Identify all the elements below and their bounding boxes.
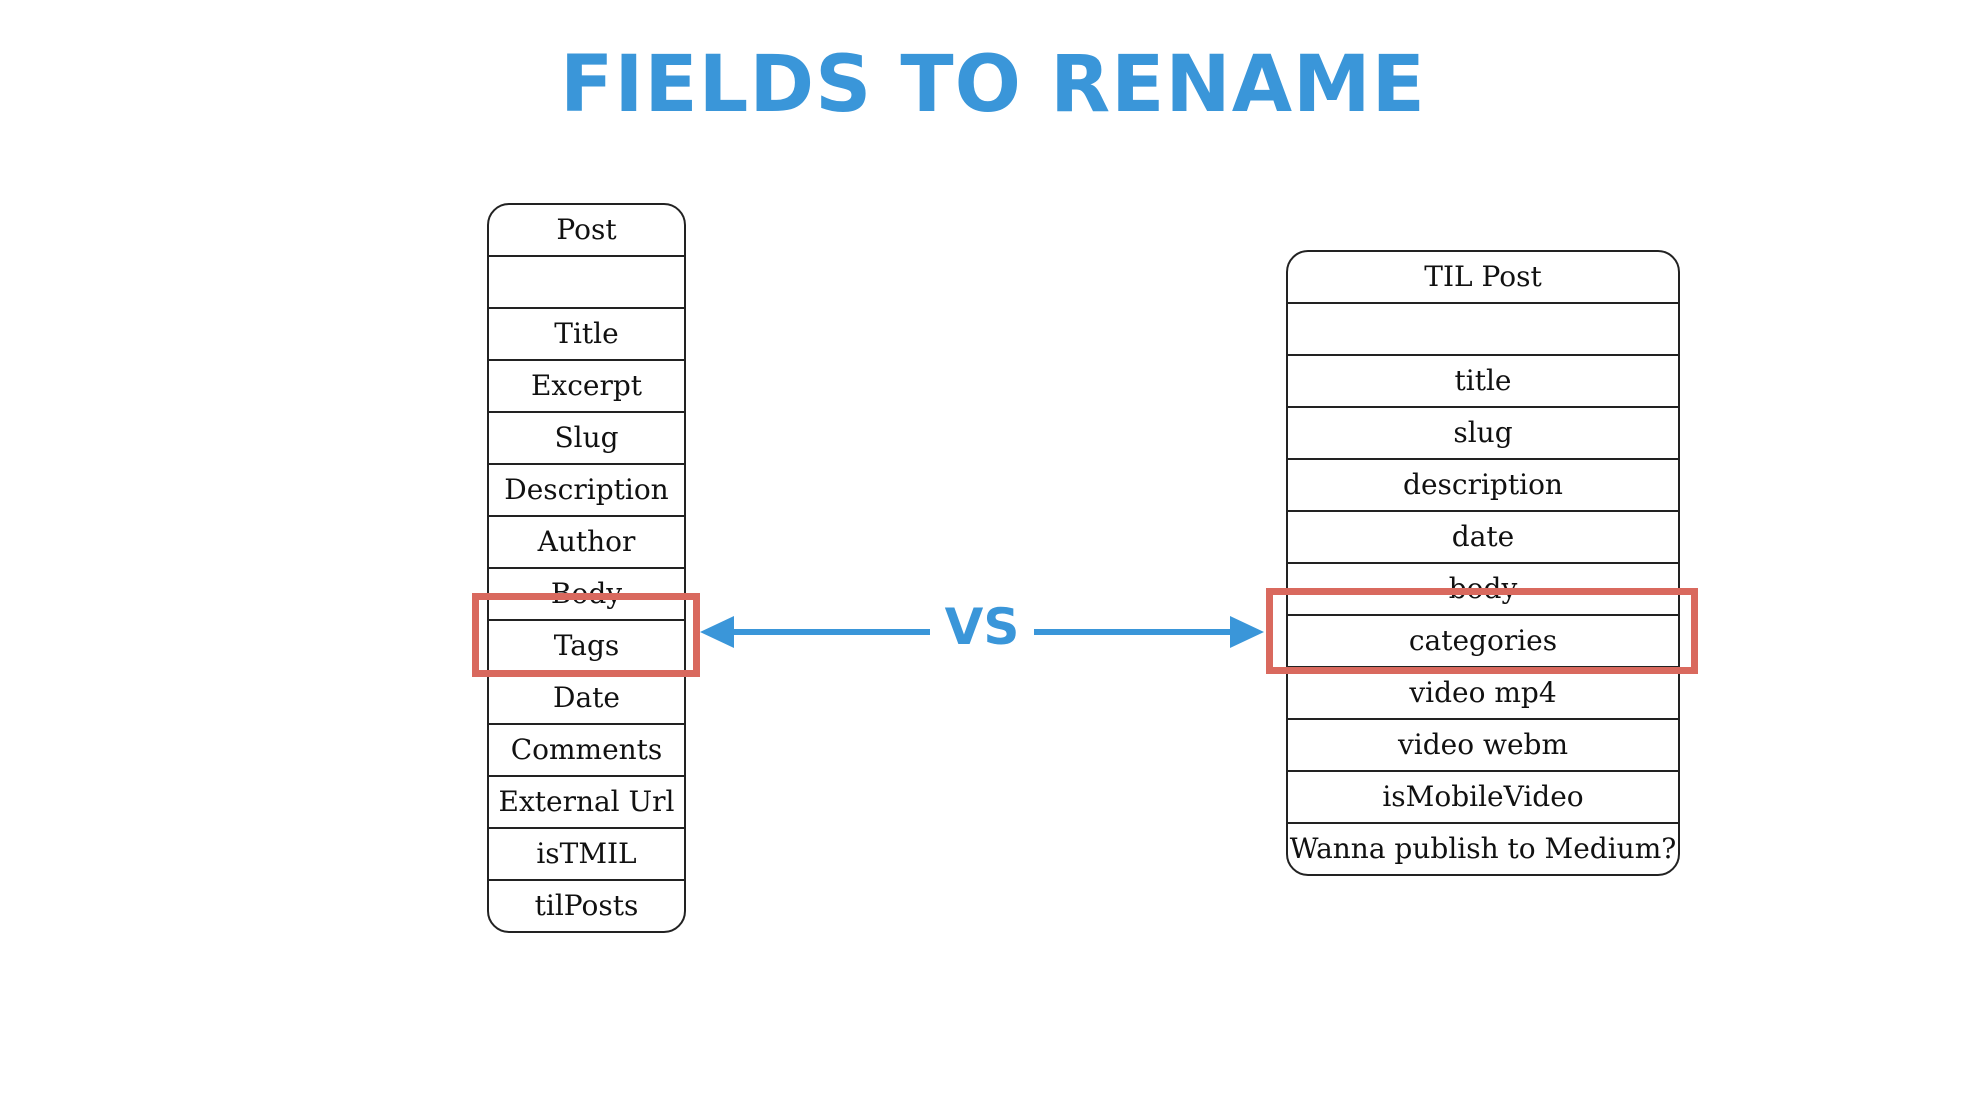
table-row: Title — [489, 309, 684, 361]
left-arrow-head — [700, 616, 734, 648]
post-table: Post Title Excerpt Slug Description Auth… — [487, 203, 686, 933]
til-post-table: TIL Post title slug description date bod… — [1286, 250, 1680, 876]
table-row: Date — [489, 673, 684, 725]
table-row: Comments — [489, 725, 684, 777]
table-header: TIL Post — [1288, 252, 1678, 304]
table-row: isTMIL — [489, 829, 684, 881]
table-header: Post — [489, 205, 684, 257]
table-row: Excerpt — [489, 361, 684, 413]
slide-title: FIELDS TO RENAME — [560, 40, 1426, 130]
table-row: video mp4 — [1288, 668, 1678, 720]
right-arrow — [1034, 616, 1264, 648]
table-row: slug — [1288, 408, 1678, 460]
table-row — [1288, 304, 1678, 356]
table-row: Description — [489, 465, 684, 517]
table-row: Wanna publish to Medium? — [1289, 832, 1677, 865]
table-row: isMobileVideo — [1288, 772, 1678, 824]
table-row: video webm — [1288, 720, 1678, 772]
table-row: title — [1288, 356, 1678, 408]
right-arrow-head — [1230, 616, 1264, 648]
table-row: External Url — [489, 777, 684, 829]
table-row: description — [1288, 460, 1678, 512]
tags-highlight-box — [472, 593, 700, 677]
table-row: Slug — [489, 413, 684, 465]
left-arrow — [700, 616, 930, 648]
categories-highlight-box — [1266, 588, 1698, 674]
vs-label: VS — [944, 598, 1020, 656]
table-row: tilPosts — [534, 889, 639, 922]
table-row: Author — [489, 517, 684, 569]
table-row — [489, 257, 684, 309]
table-row: date — [1288, 512, 1678, 564]
